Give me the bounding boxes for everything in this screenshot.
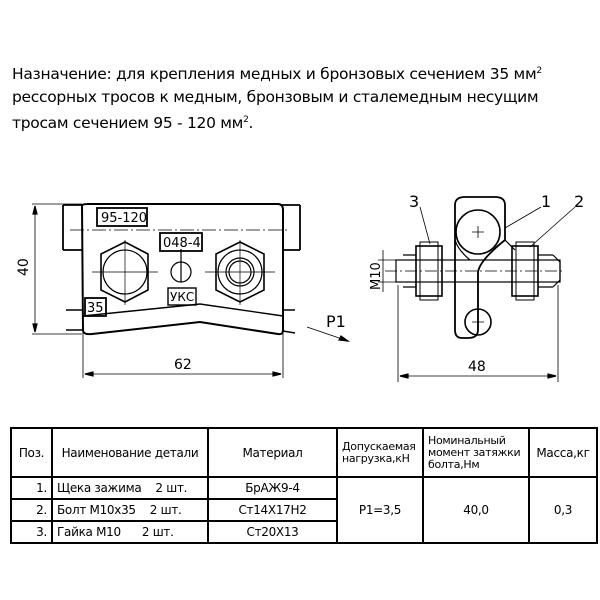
- dim-width: [82, 330, 284, 378]
- header-material: Материал: [207, 427, 338, 478]
- header-name: Наименование детали: [51, 427, 209, 478]
- header-pos: Поз.: [10, 427, 53, 478]
- dim-height: [32, 203, 82, 335]
- callout-3: 3: [409, 192, 419, 211]
- cell-mass: 0,3: [528, 476, 598, 544]
- parts-table: Поз. Наименование детали Материал Допуск…: [10, 427, 598, 544]
- cell-pos: 2.: [10, 498, 53, 522]
- description-line-1: Назначение: для крепления медных и бронз…: [12, 65, 537, 84]
- cell-name: Гайка М10 2 шт.: [51, 520, 209, 544]
- table-row: 2. Болт М10х35 2 шт. Ст14Х17Н2: [10, 498, 597, 522]
- superscript: 2: [536, 66, 542, 76]
- side-view: 3 1 2 M10 48: [369, 192, 584, 382]
- description-line-3: тросам сечением 95 - 120 мм: [12, 114, 244, 133]
- svg-text:95-120: 95-120: [101, 211, 147, 226]
- cell-pos: 1.: [10, 476, 53, 500]
- tag-section-branch: [84, 297, 107, 317]
- main-cable-left: [62, 204, 82, 251]
- svg-text:P1: P1: [326, 312, 346, 331]
- clamp-cheek: [454, 196, 506, 339]
- table-row: 1. Щека зажима 2 шт. БрАЖ9-4 P1=3,5 40,0…: [10, 476, 598, 544]
- tag-part-no: [159, 232, 203, 252]
- cell-name: Щека зажима 2 шт.: [51, 476, 209, 500]
- svg-text:35: 35: [87, 301, 104, 316]
- svg-text:40: 40: [16, 258, 32, 276]
- technical-drawing: 95-120 048-4 УКС 35 40 62 P1: [16, 192, 584, 382]
- front-view: 95-120 048-4 УКС 35 40 62 P1: [16, 203, 351, 378]
- force-arrow-icon: [306, 326, 346, 341]
- table-row: 3. Гайка М10 2 шт. Ст20Х13: [10, 520, 597, 544]
- tag-mark: [167, 287, 197, 306]
- callout-1: 1: [541, 192, 551, 211]
- svg-text:УКС: УКС: [170, 290, 194, 304]
- dim-thread: M10: [369, 262, 384, 290]
- svg-text:62: 62: [174, 357, 192, 373]
- svg-text:048-4: 048-4: [163, 236, 201, 251]
- cell-load: P1=3,5: [336, 476, 424, 544]
- superscript: 2: [243, 115, 249, 126]
- branch-cable: [66, 309, 296, 334]
- branch-cable-section: [464, 308, 492, 336]
- cell-material: БрАЖ9-4: [207, 476, 338, 500]
- cell-torque: 40,0: [422, 476, 530, 544]
- table-header-row: Поз. Наименование детали Материал Допуск…: [10, 427, 598, 478]
- cell-pos: 3.: [10, 520, 53, 544]
- period: .: [248, 114, 254, 133]
- purpose-description: Назначение: для крепления медных и бронз…: [12, 60, 542, 135]
- cell-material: Ст14Х17Н2: [207, 498, 338, 522]
- main-cable-right: [282, 204, 301, 251]
- main-cable-section: [455, 209, 501, 255]
- header-load: Допускаемая нагрузка,кН: [336, 427, 424, 478]
- callout-2: 2: [574, 192, 584, 211]
- tag-section-main: [96, 207, 148, 227]
- header-mass: Масса,кг: [528, 427, 598, 478]
- cell-material: Ст20Х13: [207, 520, 338, 544]
- header-torque: Номинальный момент затяжки болта,Нм: [422, 427, 530, 478]
- cell-name: Болт М10х35 2 шт.: [51, 498, 209, 522]
- dim-width-side: 48: [468, 359, 486, 375]
- description-line-2: рессорных тросов к медным, бронзовым и с…: [12, 88, 539, 107]
